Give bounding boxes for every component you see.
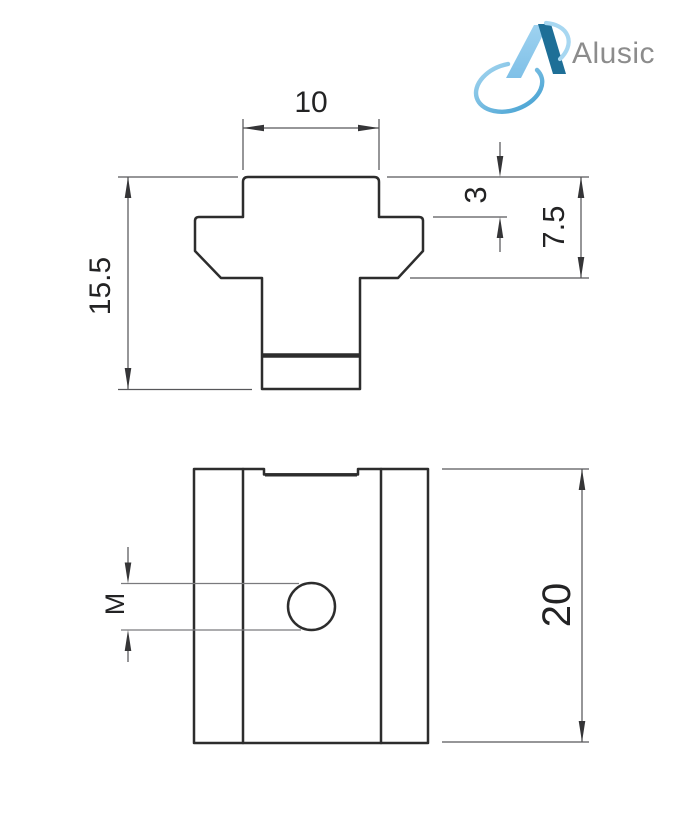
logo-a-right-leg — [538, 24, 566, 74]
front-view: 10 15.5 3 — [84, 86, 589, 391]
dimension-thread: M — [100, 547, 301, 662]
threaded-hole — [286, 581, 337, 632]
logo-a-left-leg — [506, 25, 548, 78]
arrowhead-up — [124, 630, 132, 651]
arrowhead-top — [577, 177, 585, 198]
alusic-logo-icon — [473, 20, 571, 114]
dimension-flange-thickness: 3 — [433, 142, 507, 252]
arrowhead-up — [496, 217, 504, 238]
dimension-value: 7.5 — [536, 205, 571, 248]
dimension-value: 10 — [294, 86, 327, 119]
arrowhead-top — [578, 469, 586, 490]
arrowhead-bottom — [124, 368, 132, 389]
dimension-head-height: 7.5 — [410, 177, 589, 279]
logo-swoosh-overlay — [543, 20, 571, 62]
top-view: M 20 — [100, 467, 589, 745]
alusic-logo: Alusic — [473, 20, 655, 114]
dimension-slot-width: 10 — [242, 86, 380, 170]
arrowhead-bottom — [577, 257, 585, 278]
dimension-value: 3 — [458, 186, 493, 203]
dimension-value: M — [100, 593, 130, 616]
arrowhead-bottom — [578, 721, 586, 742]
arrowhead-top — [124, 177, 132, 198]
arrowhead-left — [243, 124, 264, 132]
nut-body-outline — [192, 467, 430, 745]
logo-swoosh-arc — [473, 61, 545, 114]
arrowhead-right — [358, 124, 379, 132]
arrowhead-down — [124, 562, 132, 584]
arrowhead-down — [496, 156, 504, 177]
brand-name: Alusic — [572, 37, 655, 70]
dimension-value: 15.5 — [84, 257, 117, 315]
tnut-profile-outline — [193, 175, 425, 391]
dimension-body-length: 20 — [442, 468, 589, 743]
dimension-total-height: 15.5 — [84, 176, 252, 391]
dimension-value: 20 — [535, 583, 579, 628]
